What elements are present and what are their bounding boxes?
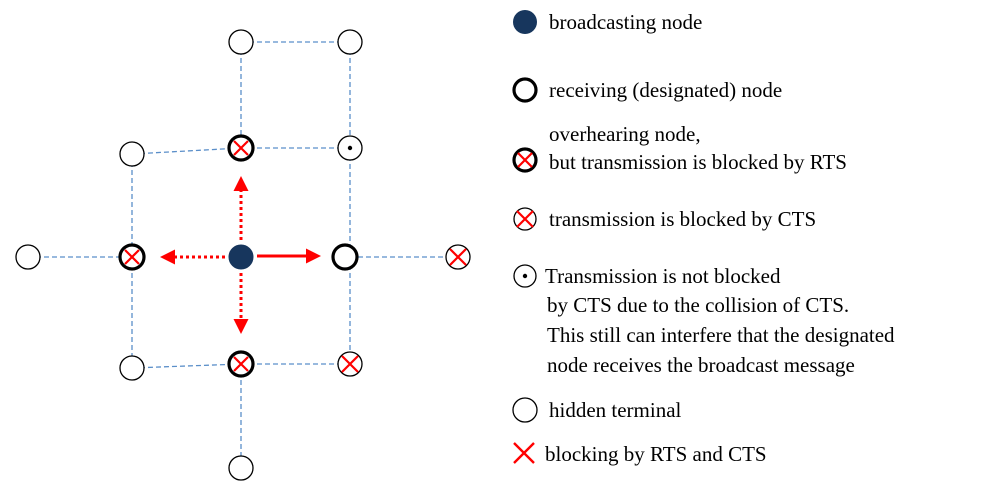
receiving-node <box>331 243 359 271</box>
legend-receiving-label: receiving (designated) node <box>549 78 782 102</box>
legend-overhearing-icon <box>512 147 538 173</box>
overhearing-node <box>118 243 146 271</box>
not-blocked-node <box>337 135 363 161</box>
legend-cts-blocked-icon <box>513 207 537 231</box>
legend-broadcasting-icon <box>513 10 537 34</box>
hidden-terminal-node <box>15 244 41 270</box>
legend-broadcasting-label: broadcasting node <box>549 10 702 34</box>
cts-blocked-node <box>337 351 363 377</box>
arrows <box>160 176 321 334</box>
legend-not-blocked-icon <box>513 264 537 288</box>
legend-blocking-label: blocking by RTS and CTS <box>545 442 767 466</box>
legend-not-blocked-line2: by CTS due to the collision of CTS. <box>547 293 849 317</box>
hidden-terminal-node <box>119 141 145 167</box>
nodes <box>15 29 471 481</box>
hidden-terminal-node <box>337 29 363 55</box>
overhearing-node <box>227 350 255 378</box>
legend-hidden-terminal-icon <box>512 397 538 423</box>
edge <box>131 147 242 155</box>
hidden-terminal-node <box>228 455 254 481</box>
cts-blocked-node <box>445 244 471 270</box>
legend-not-blocked-line1: Transmission is not blocked <box>545 264 781 288</box>
legend-not-blocked-line4: node receives the broadcast message <box>547 353 855 377</box>
hidden-terminal-node <box>119 355 145 381</box>
hidden-terminal-node <box>228 29 254 55</box>
edges <box>28 41 458 468</box>
legend-receiving-icon <box>512 77 538 103</box>
legend-overhearing-label-line2: but transmission is blocked by RTS <box>549 150 847 174</box>
broadcasting-node <box>228 244 254 270</box>
legend: broadcasting node receiving (designated)… <box>512 10 895 466</box>
legend-blocking-cross-icon <box>513 442 535 464</box>
legend-cts-blocked-label: transmission is blocked by CTS <box>549 207 816 231</box>
edge <box>131 363 242 369</box>
legend-hidden-terminal-label: hidden terminal <box>549 398 682 422</box>
legend-not-blocked-line3: This still can interfere that the design… <box>547 323 895 347</box>
legend-overhearing-label-line1: overhearing node, <box>549 122 701 146</box>
overhearing-node <box>227 134 255 162</box>
